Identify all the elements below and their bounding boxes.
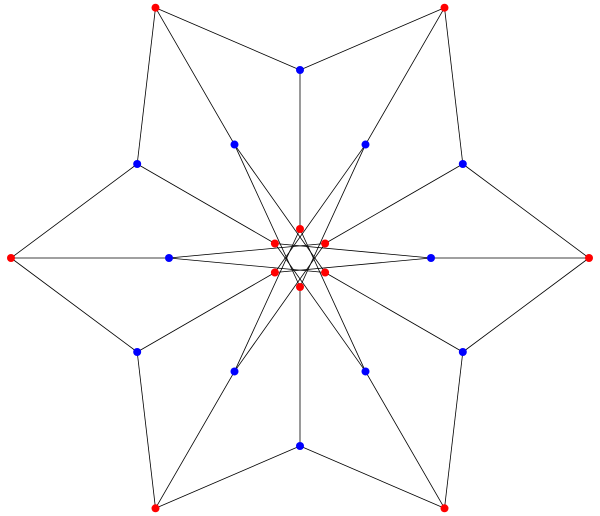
graph-edge [324,272,464,353]
graph-edge [136,163,276,244]
vertex-blue [296,442,304,450]
graph-edge [299,228,366,372]
vertex-blue [133,160,142,168]
vertex-red [7,254,15,262]
graph-edge [462,163,590,259]
vertex-blue [165,254,173,262]
graph-edge [444,7,464,165]
graph-edge [299,7,445,71]
graph-edge [462,257,590,353]
graph-edge [168,243,326,259]
graph-edge [155,7,301,71]
graph-edge [168,257,326,273]
graph-edge [155,371,235,509]
vertex-red [151,504,160,513]
vertex-blue [427,254,435,262]
graph-edge [136,351,156,509]
vertex-blue [458,160,467,168]
graph-edge [136,272,276,353]
vertex-blue [361,140,370,149]
graph-edge [10,257,138,353]
vertex-red [296,225,304,233]
graph-edge [10,163,138,259]
vertex-blue [458,348,467,356]
vertex-red [270,239,279,248]
vertex-red [321,268,330,277]
vertex-red [585,254,593,262]
graph-edge [274,243,366,372]
graph-edge [299,445,445,509]
graph-edge [365,7,445,145]
vertex-red [440,3,449,12]
vertex-blue [361,367,370,376]
graph-edge [136,7,156,165]
vertex-red [321,239,330,248]
graph-edge [444,351,464,509]
vertex-red [151,3,160,12]
graph-edges [10,7,590,509]
vertex-red [440,504,449,513]
graph-edge [324,163,464,244]
vertex-blue [230,140,239,149]
vertex-red [270,268,279,277]
graph-edge [155,445,301,509]
graph-edge [365,371,445,509]
vertex-blue [133,348,142,356]
graph-edge [155,7,235,145]
vertex-blue [296,66,304,74]
graph-vertices [7,3,593,513]
vertex-blue [230,367,239,376]
vertex-red [296,283,304,291]
graph-edge [234,243,326,372]
graph-edge [234,228,301,372]
